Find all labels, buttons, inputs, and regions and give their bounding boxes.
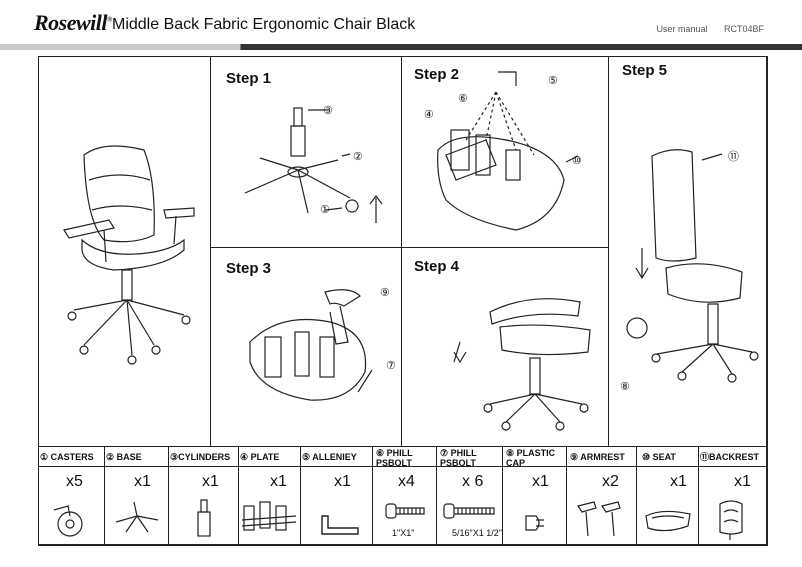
part-qty-casters: x5 (66, 473, 83, 490)
part-label-phill-psbolt-6: ⑥ PHILL PSBOLT (376, 448, 413, 468)
part-label-armrest: ⑨ ARMREST (570, 452, 625, 462)
plastic-cap-icon (525, 515, 544, 531)
step-1-callout-1: ① (320, 204, 330, 216)
part-label-plastic-cap: ⑧ PLASTIC CAP (506, 448, 556, 468)
part-qty-plastic-cap: x1 (532, 473, 549, 490)
step-5-callout-11: ⑪ (728, 151, 739, 163)
base-icon (115, 501, 159, 533)
document-title: Middle Back Fabric Ergonomic Chair Black (112, 16, 416, 33)
header: Rosewill® Middle Back Fabric Ergonomic C… (0, 0, 802, 46)
part-label-plate: ④ PLATE (240, 452, 280, 462)
step-2-callout-10: ⑩ (572, 155, 582, 167)
bolt-long-icon (443, 503, 495, 519)
assembled-chair-illustration (63, 145, 195, 365)
step-2-label: Step 2 (414, 66, 460, 83)
step-1-callout-3: ③ (323, 105, 333, 117)
document-meta: User manual RCT04BF (642, 24, 764, 34)
plate-icon (241, 501, 297, 531)
part-qty-armrest: x2 (602, 473, 619, 490)
step-1-callout-2: ② (353, 151, 363, 163)
brand-logo: Rosewill® (34, 10, 112, 35)
step-3-label: Step 3 (226, 260, 272, 277)
part-label-casters: ① CASTERS (40, 452, 94, 462)
step-4-illustration (453, 298, 591, 431)
allen-key-icon (321, 515, 359, 535)
part-qty-seat: x1 (670, 473, 687, 490)
part-label-backrest: ⑪BACKREST (700, 452, 760, 462)
bolt-short-icon (385, 503, 425, 519)
part-qty-cylinders: x1 (202, 473, 219, 490)
bolt-long-size: 5/16"X1 1/2" (452, 528, 502, 538)
part-qty-backrest: x1 (734, 473, 751, 490)
part-label-seat: ⑩ SEAT (642, 452, 676, 462)
seat-icon (645, 510, 691, 532)
step-4-label: Step 4 (414, 258, 460, 275)
step-5-callout-8: ⑧ (620, 381, 630, 393)
part-qty-phill-psbolt-7: x 6 (462, 473, 484, 490)
part-label-phill-psbolt-7: ⑦ PHILL PSBOLT (440, 448, 477, 468)
step-5-illustration (626, 149, 759, 383)
armrest-icon (577, 501, 621, 537)
part-label-cylinders: ③CYLINDERS (170, 452, 231, 462)
part-label-base: ② BASE (106, 452, 142, 462)
parts-table (38, 446, 767, 545)
step-3-callout-9: ⑨ (380, 287, 390, 299)
part-label-allen-key: ⑤ ALLENIEY (302, 452, 357, 462)
step-1-label: Step 1 (226, 70, 272, 87)
step-1-illustration (244, 107, 383, 223)
step-5-label: Step 5 (622, 62, 668, 79)
header-rule (0, 44, 802, 50)
step-2-callout-6: ⑥ (458, 93, 468, 105)
part-qty-allen-key: x1 (334, 473, 351, 490)
step-2-illustration (437, 71, 579, 231)
model-number: RCT04BF (723, 24, 764, 34)
caster-icon (53, 505, 83, 537)
bolt-short-size: 1"X1" (392, 528, 415, 538)
part-qty-base: x1 (134, 473, 151, 490)
backrest-icon (719, 500, 743, 540)
step-2-callout-5: ⑤ (548, 75, 558, 87)
step-3-callout-7: ⑦ (386, 360, 396, 372)
part-qty-plate: x1 (270, 473, 287, 490)
step-3-illustration (249, 289, 373, 401)
parts-header-rule (38, 466, 767, 467)
cylinder-icon (197, 499, 211, 537)
part-qty-phill-psbolt-6: x4 (398, 473, 415, 490)
manual-label: User manual (656, 24, 708, 34)
step-2-callout-4: ④ (424, 109, 434, 121)
